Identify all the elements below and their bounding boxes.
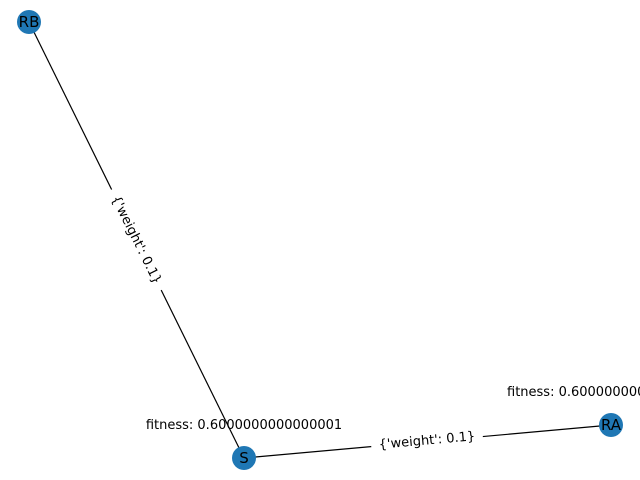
edge-label-s-ra: {'weight': 0.1}: [370, 427, 484, 455]
fitness-label-ra: fitness: 0.6000000000000001: [507, 385, 640, 400]
node-s[interactable]: [232, 446, 256, 470]
fitness-labels-layer: fitness: 0.6000000000000001 fitness: 0.6…: [146, 385, 640, 433]
fitness-label-s: fitness: 0.6000000000000001: [146, 418, 342, 433]
node-label-rb: RB: [19, 13, 40, 31]
node-labels-layer: RB S RA: [19, 13, 622, 467]
nodes-layer: [17, 10, 623, 470]
edge-label-rb-s: {'weight': 0.1}: [103, 185, 169, 295]
node-ra[interactable]: [599, 413, 623, 437]
node-label-s: S: [239, 449, 249, 467]
node-rb[interactable]: [17, 10, 41, 34]
edge-label-rb-s-text: {'weight': 0.1}: [108, 193, 164, 286]
node-label-ra: RA: [601, 416, 622, 434]
edge-labels-layer: {'weight': 0.1} {'weight': 0.1}: [103, 185, 484, 455]
